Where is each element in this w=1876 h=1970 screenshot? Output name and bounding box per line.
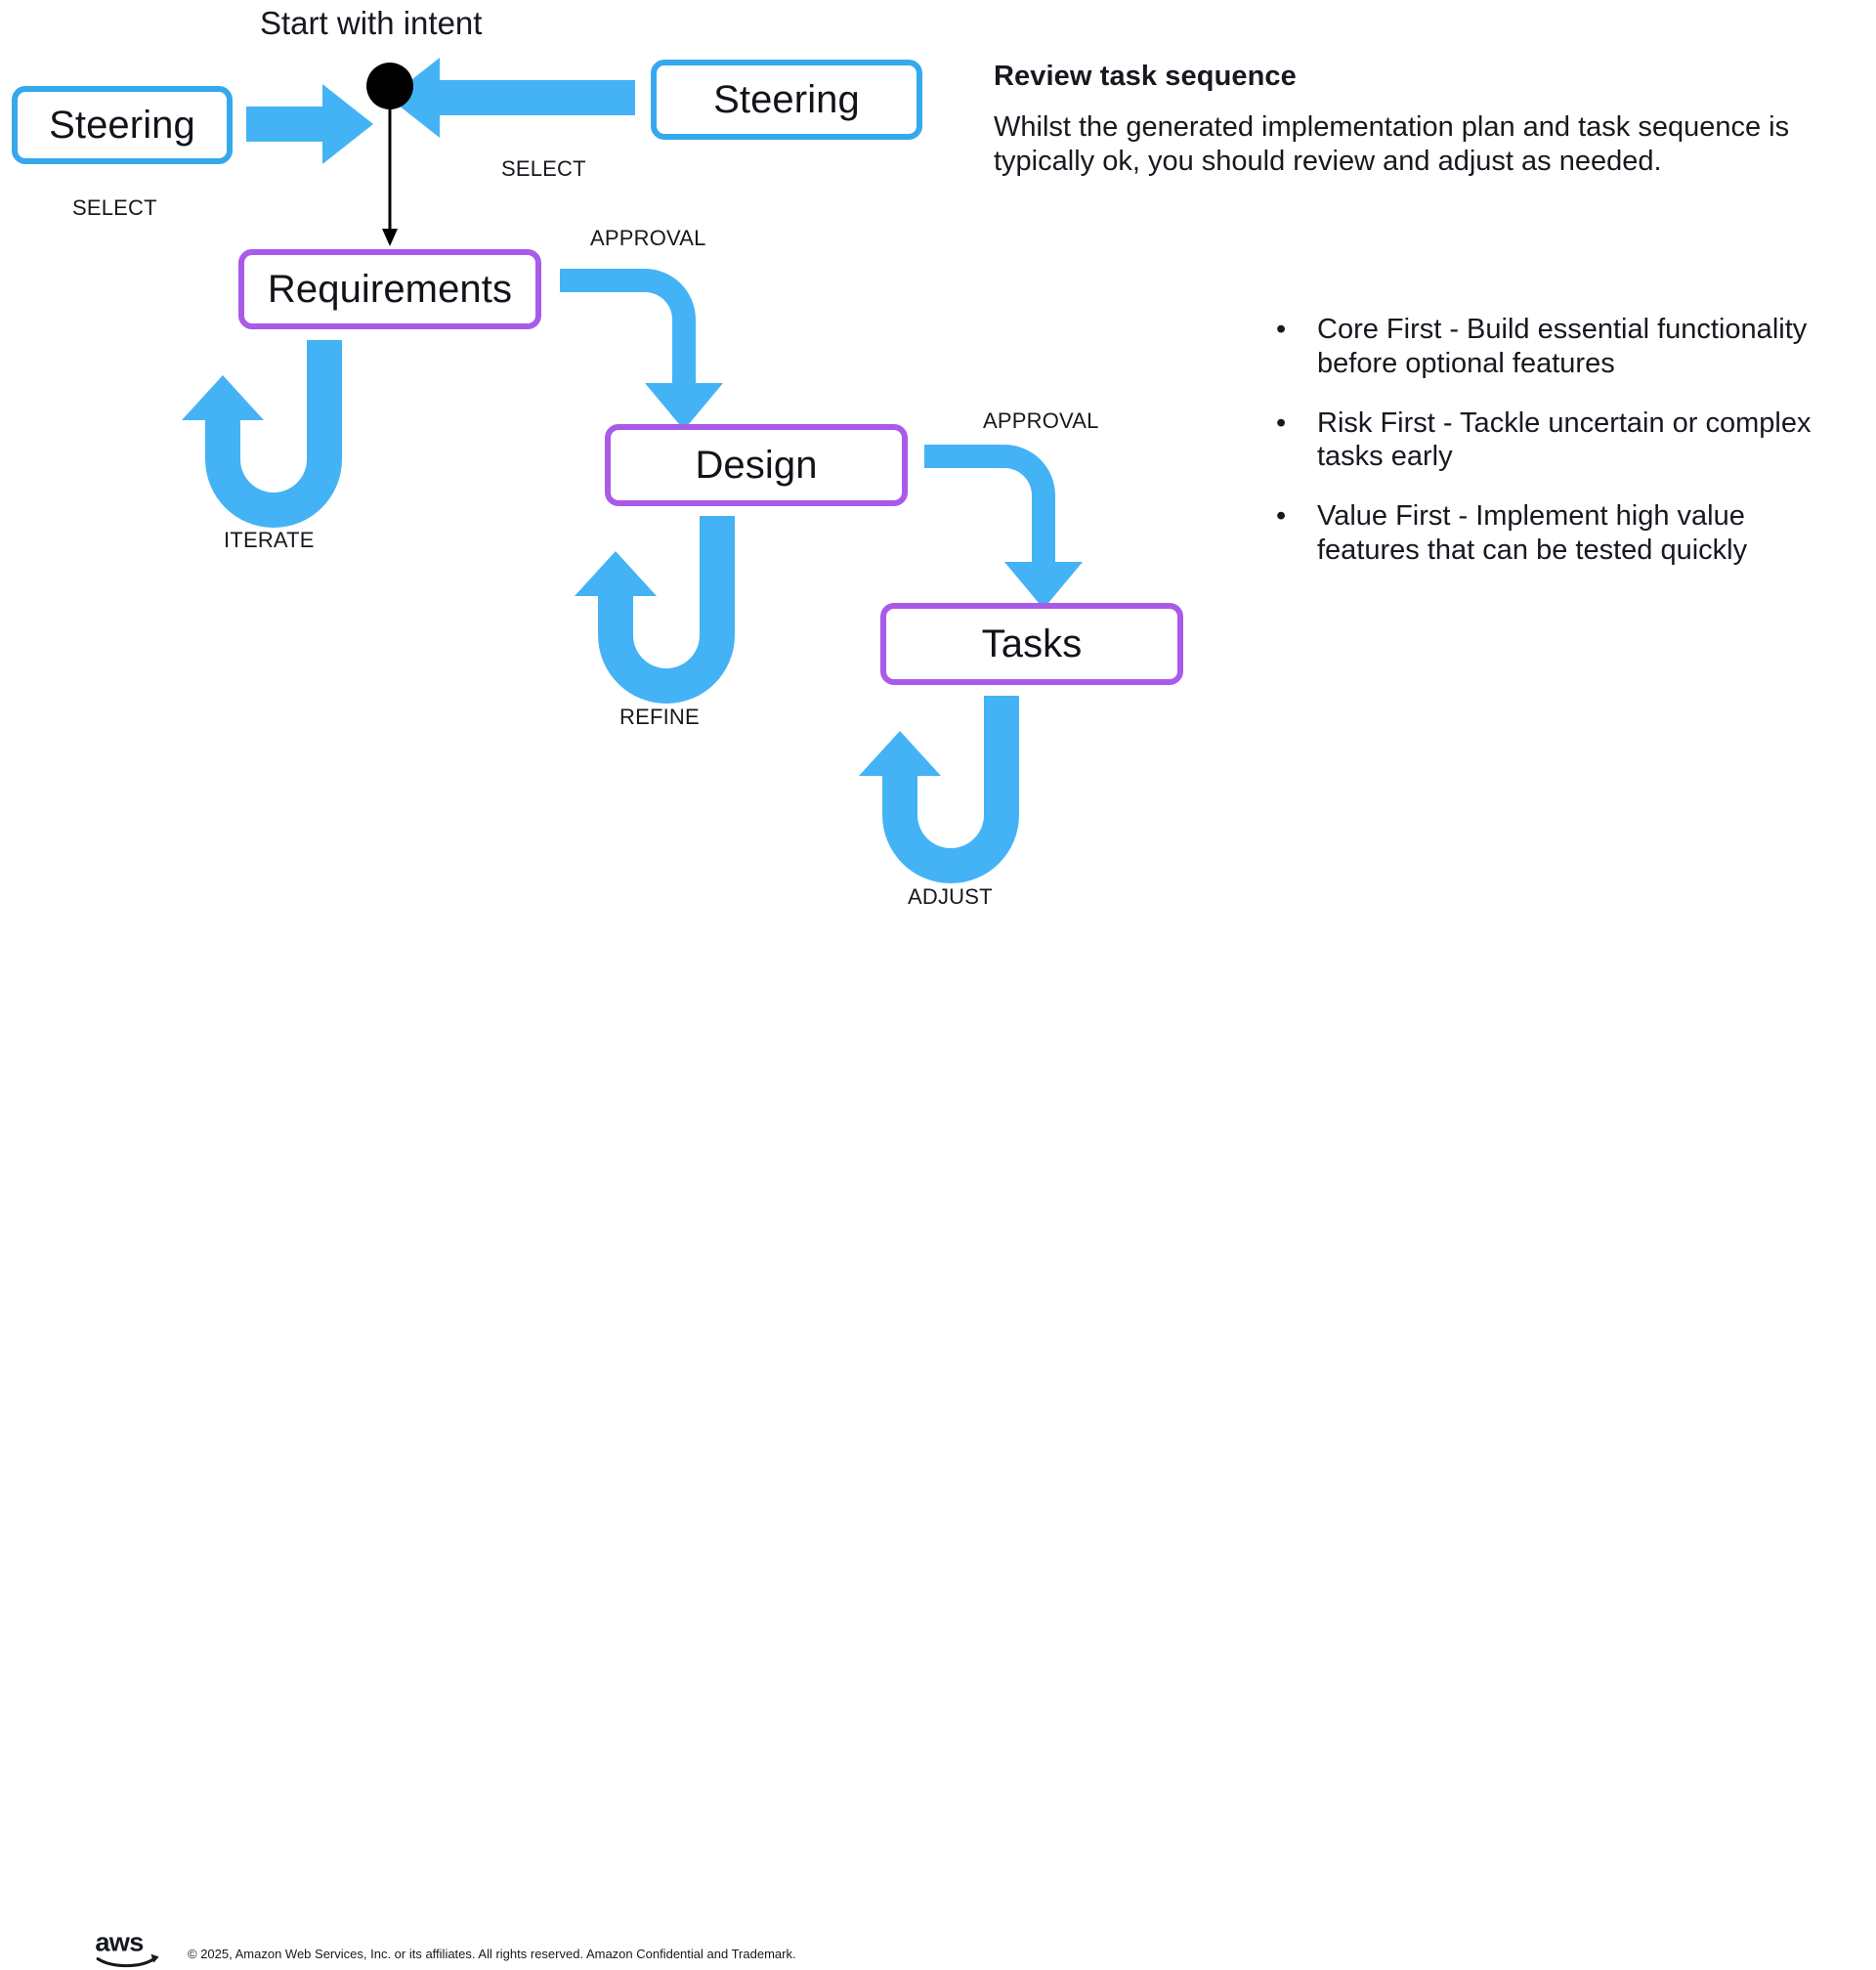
slide-canvas: start dot (right pointing block arrow) -… [0, 5, 1876, 1968]
list-item: • Value First - Implement high value fea… [1270, 499, 1817, 568]
node-steering-left[interactable]: Steering [12, 86, 233, 164]
node-requirements-label: Requirements [267, 268, 513, 311]
edge-label-adjust: ADJUST [908, 884, 993, 909]
bullet-dot-icon: • [1276, 314, 1287, 345]
bullet-dot-icon: • [1276, 500, 1287, 533]
list-item: • Core First - Build essential functiona… [1270, 313, 1817, 381]
connector-start-to-requirements [382, 104, 398, 246]
arrow-approval-requirements-design [560, 269, 723, 430]
content-column: Review task sequence Whilst the generate… [994, 61, 1863, 179]
aws-logo-icon: aws [95, 1926, 159, 1968]
svg-text:aws: aws [95, 1926, 143, 1956]
content-paragraph: Whilst the generated implementation plan… [994, 111, 1790, 177]
node-steering-right-label: Steering [713, 78, 860, 121]
list-item: • Risk First - Tackle uncertain or compl… [1270, 407, 1817, 475]
arrow-refine-design [575, 516, 735, 704]
edge-label-approval-requirements-design: APPROVAL [590, 226, 706, 250]
start-with-intent-caption: Start with intent [260, 5, 483, 41]
list-item-text: Core First - Build essential functionali… [1317, 314, 1808, 379]
edge-label-refine: REFINE [619, 705, 700, 729]
node-design[interactable]: Design [605, 424, 908, 506]
edge-label-approval-design-tasks: APPROVAL [983, 408, 1099, 433]
node-tasks[interactable]: Tasks [880, 603, 1183, 685]
node-steering-right[interactable]: Steering [651, 60, 922, 140]
edge-label-select-left: SELECT [72, 195, 157, 220]
arrow-adjust-tasks [859, 696, 1019, 883]
arrow-iterate-requirements [182, 340, 342, 528]
flow-diagram: start dot (right pointing block arrow) -… [182, 58, 1083, 883]
start-node-dot [366, 63, 413, 109]
node-design-label: Design [695, 444, 818, 487]
list-item-text: Risk First - Tackle uncertain or complex… [1317, 407, 1812, 473]
arrow-select-right [389, 58, 635, 138]
slide-footer: aws © 2025, Amazon Web Services, Inc. or… [0, 948, 1876, 1968]
content-heading: Review task sequence [994, 61, 1297, 92]
bullet-dot-icon: • [1276, 407, 1287, 439]
node-requirements[interactable]: Requirements [238, 249, 541, 329]
edge-label-select-right: SELECT [501, 156, 586, 181]
arrow-approval-design-tasks [924, 445, 1083, 609]
principles-bullet-list: • Core First - Build essential functiona… [1270, 313, 1817, 593]
node-steering-left-label: Steering [49, 104, 195, 147]
list-item-text: Value First - Implement high value featu… [1317, 500, 1748, 566]
edge-label-iterate: ITERATE [224, 528, 315, 552]
arrow-select-left [246, 84, 373, 164]
node-tasks-label: Tasks [981, 622, 1083, 665]
copyright-text: © 2025, Amazon Web Services, Inc. or its… [188, 1947, 796, 1961]
